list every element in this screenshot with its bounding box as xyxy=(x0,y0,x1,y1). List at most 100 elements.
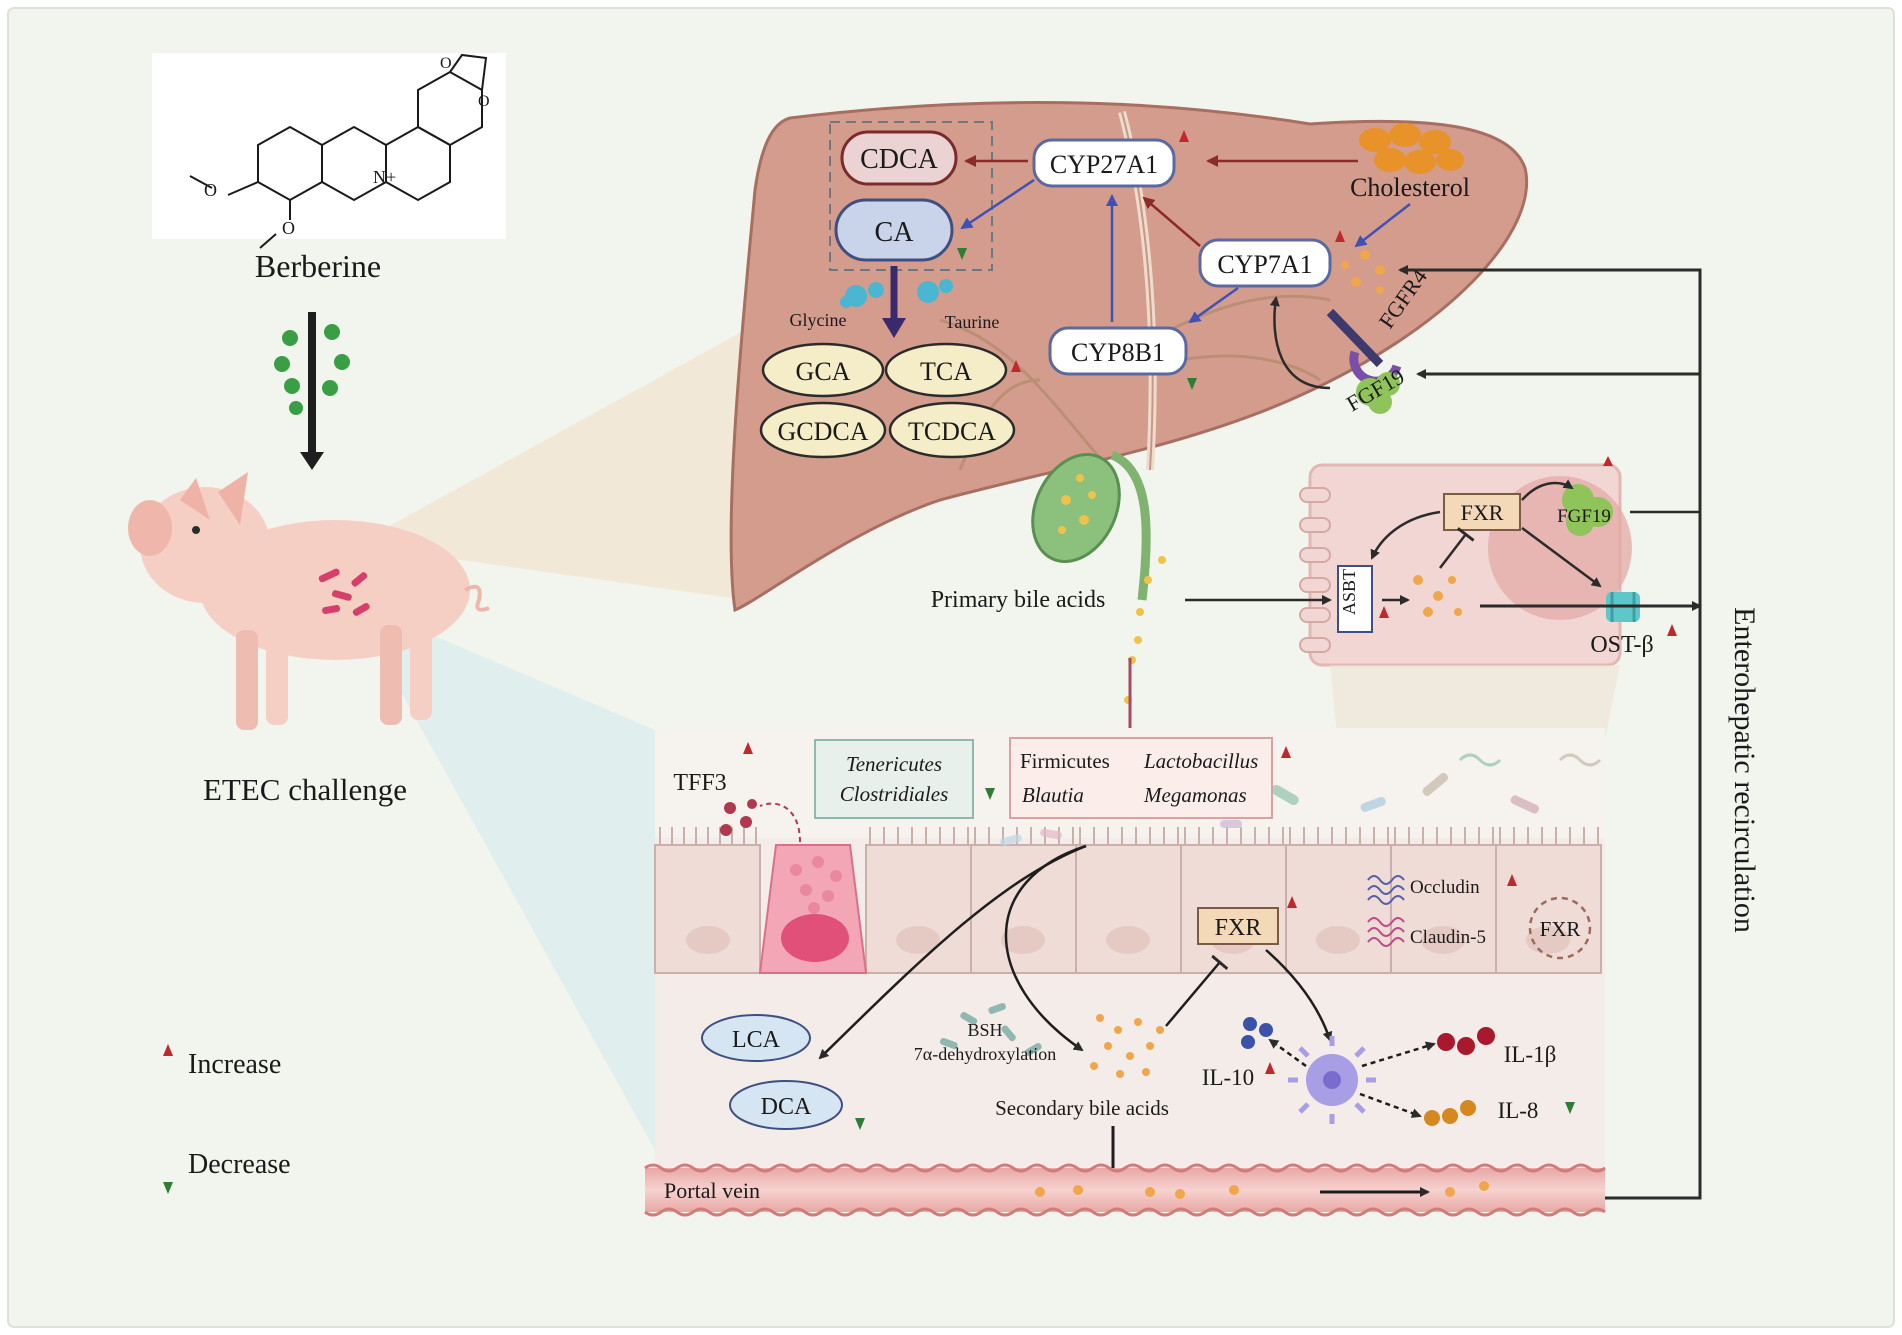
ileum-fxr-node xyxy=(1443,493,1521,531)
ileum-arrows xyxy=(1370,479,1700,605)
claudin-label: Claudin-5 xyxy=(1410,927,1486,948)
compound-label: Berberine xyxy=(255,248,381,284)
tff3-label: TFF3 xyxy=(673,770,726,796)
lca-node xyxy=(701,1014,811,1062)
tca-node xyxy=(884,342,1008,398)
glycine-label: Glycine xyxy=(790,310,847,330)
tight-junction-increase-icon xyxy=(1507,874,1517,916)
change-indicators xyxy=(743,130,1677,1130)
il10-increase-icon xyxy=(1265,1062,1275,1108)
secondary-bile-label: Secondary bile acids xyxy=(995,1096,1169,1120)
bsh-bacteria-icon xyxy=(940,1002,1042,1056)
cyp27a1-node xyxy=(1032,138,1176,188)
conjugated-increase-icon xyxy=(1011,360,1021,410)
taurine-label: Taurine xyxy=(945,312,1000,332)
occludin-label: Occludin xyxy=(1410,877,1480,898)
microbiota-increased-plain-2: Blautia xyxy=(1022,783,1084,807)
tcdca-node xyxy=(888,401,1016,459)
cdca-node xyxy=(840,130,958,186)
intestine-arrows xyxy=(818,844,1333,1186)
glycine-icon xyxy=(840,282,884,308)
dca-node xyxy=(729,1080,843,1130)
microbiota-increase-icon xyxy=(1281,746,1291,790)
bsh-label: BSH xyxy=(967,1020,1002,1040)
microbiota-decreased-box xyxy=(814,739,974,819)
treatment-arrow xyxy=(274,312,350,470)
pig-illustration xyxy=(128,472,490,730)
asbt-label: ASBT xyxy=(1339,569,1359,615)
microbiota-decrease-icon xyxy=(985,752,995,800)
immune-cell-icon xyxy=(1288,1036,1376,1124)
svg-text:O: O xyxy=(440,55,452,72)
ileum-fxr-label: FXR xyxy=(1461,500,1504,525)
fgf19-ligand-icon xyxy=(1356,372,1400,414)
svg-text:O: O xyxy=(204,180,217,200)
cyp7a1-increase-icon xyxy=(1335,230,1345,282)
liver-projection-wedge xyxy=(355,330,745,600)
il10-label: IL-10 xyxy=(1202,1065,1254,1090)
primary-bile-label: Primary bile acids xyxy=(931,587,1106,613)
legend-decrease-label: Decrease xyxy=(188,1149,291,1180)
ca-label: CA xyxy=(875,217,915,248)
fxr-increase-icon xyxy=(1287,896,1297,940)
ca-decrease-icon xyxy=(957,210,967,260)
bile-droplets-liver xyxy=(1341,250,1385,294)
portal-vein xyxy=(644,1163,1606,1217)
gallbladder xyxy=(1031,453,1121,563)
cyp7a1-node xyxy=(1198,238,1332,288)
asbt-node xyxy=(1337,565,1373,633)
gcdca-node xyxy=(759,401,887,459)
taurine-icon xyxy=(917,279,953,303)
intestinal-fxr-node xyxy=(1197,907,1279,945)
fgfr4-receptor xyxy=(1326,308,1384,368)
cyp8b1-decrease-icon xyxy=(1187,340,1197,390)
microbiota-increased-italic-1: Lactobacillus xyxy=(1143,749,1258,773)
dehydroxylation-label: 7α-dehydroxylation xyxy=(914,1044,1056,1064)
primary-acid-dashed-box xyxy=(829,121,993,271)
svg-text:O: O xyxy=(478,93,490,110)
svg-text:O: O xyxy=(282,218,295,238)
il10-molecules-icon xyxy=(1241,1017,1273,1049)
cytokine-arrows xyxy=(1268,1038,1436,1118)
bile-droplets-ileum xyxy=(1413,575,1462,617)
ileum-fgf19-label: FGF19 xyxy=(1557,506,1611,527)
intestine-projection-wedge xyxy=(350,600,655,1150)
il8-label: IL-8 xyxy=(1498,1098,1539,1123)
cytokine-decrease-icon xyxy=(1565,1066,1575,1114)
tight-junction-icon xyxy=(1367,875,1405,905)
portal-vein-label: Portal vein xyxy=(664,1178,760,1203)
fgf19-increase-icon xyxy=(1603,456,1613,490)
cyp27a1-increase-icon xyxy=(1179,130,1189,182)
ost-beta-label: OST-β xyxy=(1590,632,1653,658)
cyp8b1-label: CYP8B1 xyxy=(1071,338,1165,367)
tca-label: TCA xyxy=(920,357,972,386)
liver-pathway-arrows xyxy=(960,155,1411,390)
legend: Increase Decrease xyxy=(163,1044,291,1194)
gut-bacteria xyxy=(1000,753,1602,846)
cyp8b1-node xyxy=(1048,326,1188,376)
lca-label: LCA xyxy=(732,1027,781,1053)
microbiota-increased-plain-1: Firmicutes xyxy=(1020,749,1110,773)
cholesterol-icon xyxy=(1359,123,1464,174)
secondary-bile-droplets xyxy=(1090,1014,1164,1078)
intestinal-fxr-label: FXR xyxy=(1215,915,1262,941)
enterohepatic-loop xyxy=(1398,265,1702,1200)
ileum-fgf19-icon xyxy=(1562,484,1613,536)
fxr-cell-label: FXR xyxy=(1540,917,1581,941)
model-label: ETEC challenge xyxy=(203,772,407,807)
fxr-nuclear-circle xyxy=(1528,896,1592,960)
gcdca-label: GCDCA xyxy=(777,417,868,446)
microbiota-increased-box xyxy=(1009,737,1273,819)
tff3-increase-icon xyxy=(743,742,753,788)
recirculation-label: Enterohepatic recirculation xyxy=(1728,607,1761,933)
il1b-molecules-icon xyxy=(1437,1027,1495,1055)
ca-node xyxy=(834,198,954,262)
microbiota-decreased-1: Tenericutes xyxy=(846,752,942,776)
ost-increase-icon xyxy=(1667,624,1677,668)
dca-label: DCA xyxy=(761,1094,812,1120)
cholesterol-label: Cholesterol xyxy=(1350,173,1470,202)
il1b-label: IL-1β xyxy=(1504,1042,1557,1067)
cyp27a1-label: CYP27A1 xyxy=(1050,150,1158,179)
gca-label: GCA xyxy=(796,357,851,386)
